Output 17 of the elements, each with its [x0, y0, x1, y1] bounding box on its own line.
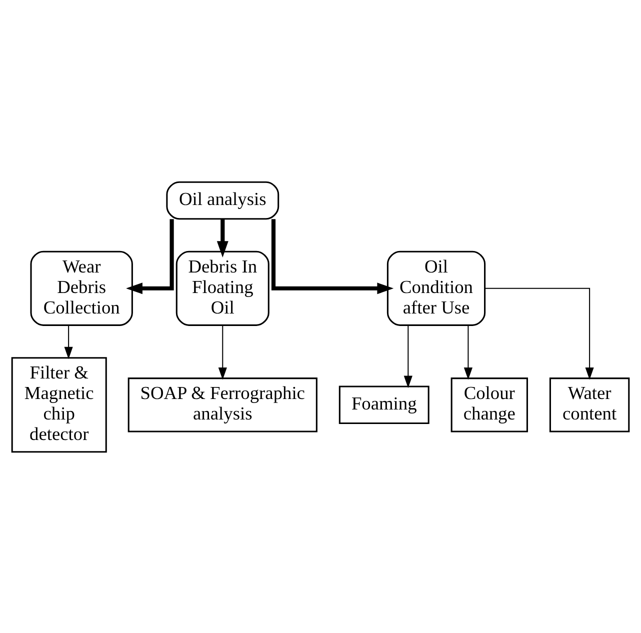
node-box: Colour change	[450, 377, 528, 432]
arrow	[218, 324, 227, 380]
node-box: Foaming	[338, 385, 430, 424]
arrow	[271, 218, 394, 294]
arrow	[485, 287, 594, 380]
node-box: Wear Debris Collection	[30, 250, 133, 326]
node-box: Debris In Floating Oil	[176, 250, 270, 326]
node-box: Oil Condition after Use	[386, 250, 486, 326]
node-box: SOAP & Ferrographic analysis	[128, 377, 318, 432]
arrow	[404, 324, 412, 388]
node-box: Water content	[549, 377, 630, 432]
node-box: Filter & Magnetic chip detector	[11, 356, 107, 452]
arrow	[126, 218, 174, 294]
arrow	[464, 324, 472, 380]
arrow	[64, 324, 73, 359]
node-box: Oil analysis	[166, 180, 280, 220]
arrow	[216, 218, 228, 257]
